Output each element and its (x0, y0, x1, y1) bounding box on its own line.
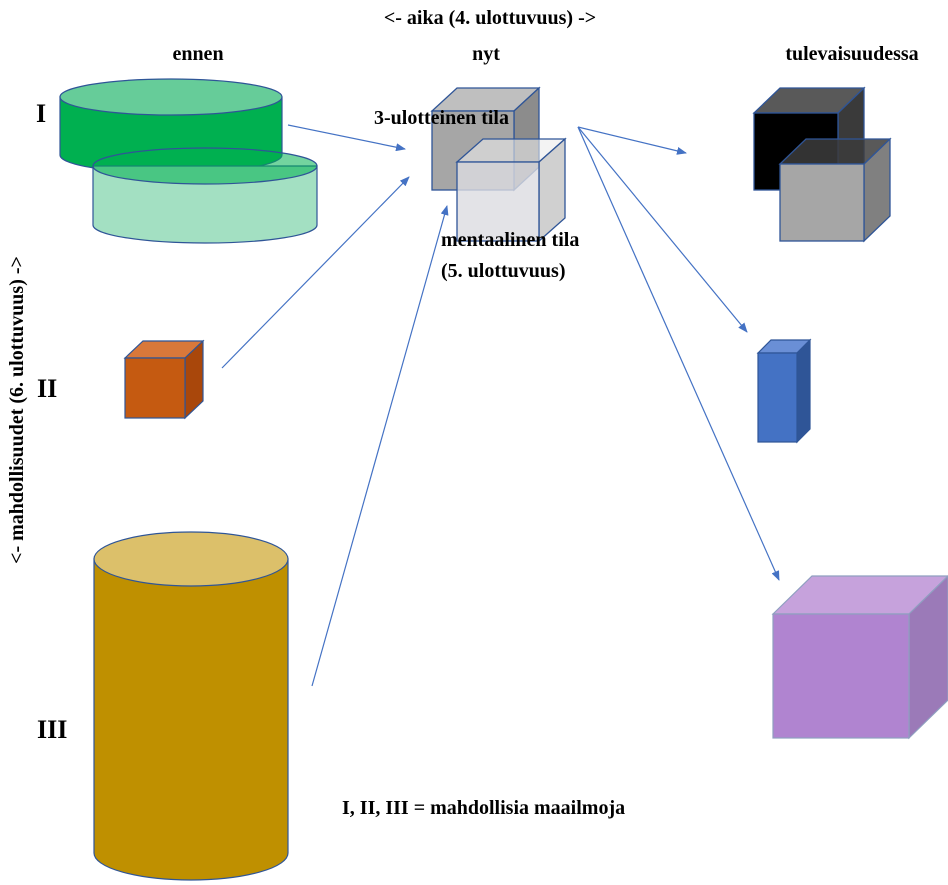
cube-future-purple (771, 575, 948, 740)
row-label-1: I (36, 99, 46, 128)
arrow-now-to-future-blue (577, 126, 748, 333)
space-3d-label: 3-ulotteinen tila (374, 107, 509, 129)
now-column-label: nyt (472, 43, 500, 65)
cube-future-gray (778, 137, 892, 243)
future-column-label: tulevaisuudessa (785, 43, 918, 65)
legend-text: I, II, III = mahdollisia maailmoja (342, 797, 625, 819)
row-label-3: III (37, 715, 67, 744)
arrows (221, 124, 780, 687)
arrow-row1-to-now (287, 124, 406, 152)
cube-mental-space (455, 137, 567, 243)
time-axis-label: <- aika (4. ulottuvuus) -> (384, 7, 596, 29)
arrow-row2-to-now (221, 176, 410, 369)
arrow-now-to-future-top (577, 126, 687, 155)
mental-space-label-line1: mentaalinen tila (441, 229, 579, 251)
cylinder-green-light (92, 147, 318, 244)
cube-orange (123, 339, 205, 420)
row-label-2: II (37, 374, 57, 403)
arrow-row3-to-now (311, 205, 449, 687)
past-column-label: ennen (172, 43, 223, 65)
mental-space-label-line2: (5. ulottuvuus) (441, 260, 565, 282)
box-future-blue (756, 338, 812, 444)
arrow-now-to-future-purple (577, 126, 780, 581)
possibilities-axis-label: <- mahdollisuudet (6. ulottuvuus) -> (6, 256, 28, 564)
cylinder-green-dark (59, 78, 283, 174)
cylinder-gold (93, 531, 289, 881)
